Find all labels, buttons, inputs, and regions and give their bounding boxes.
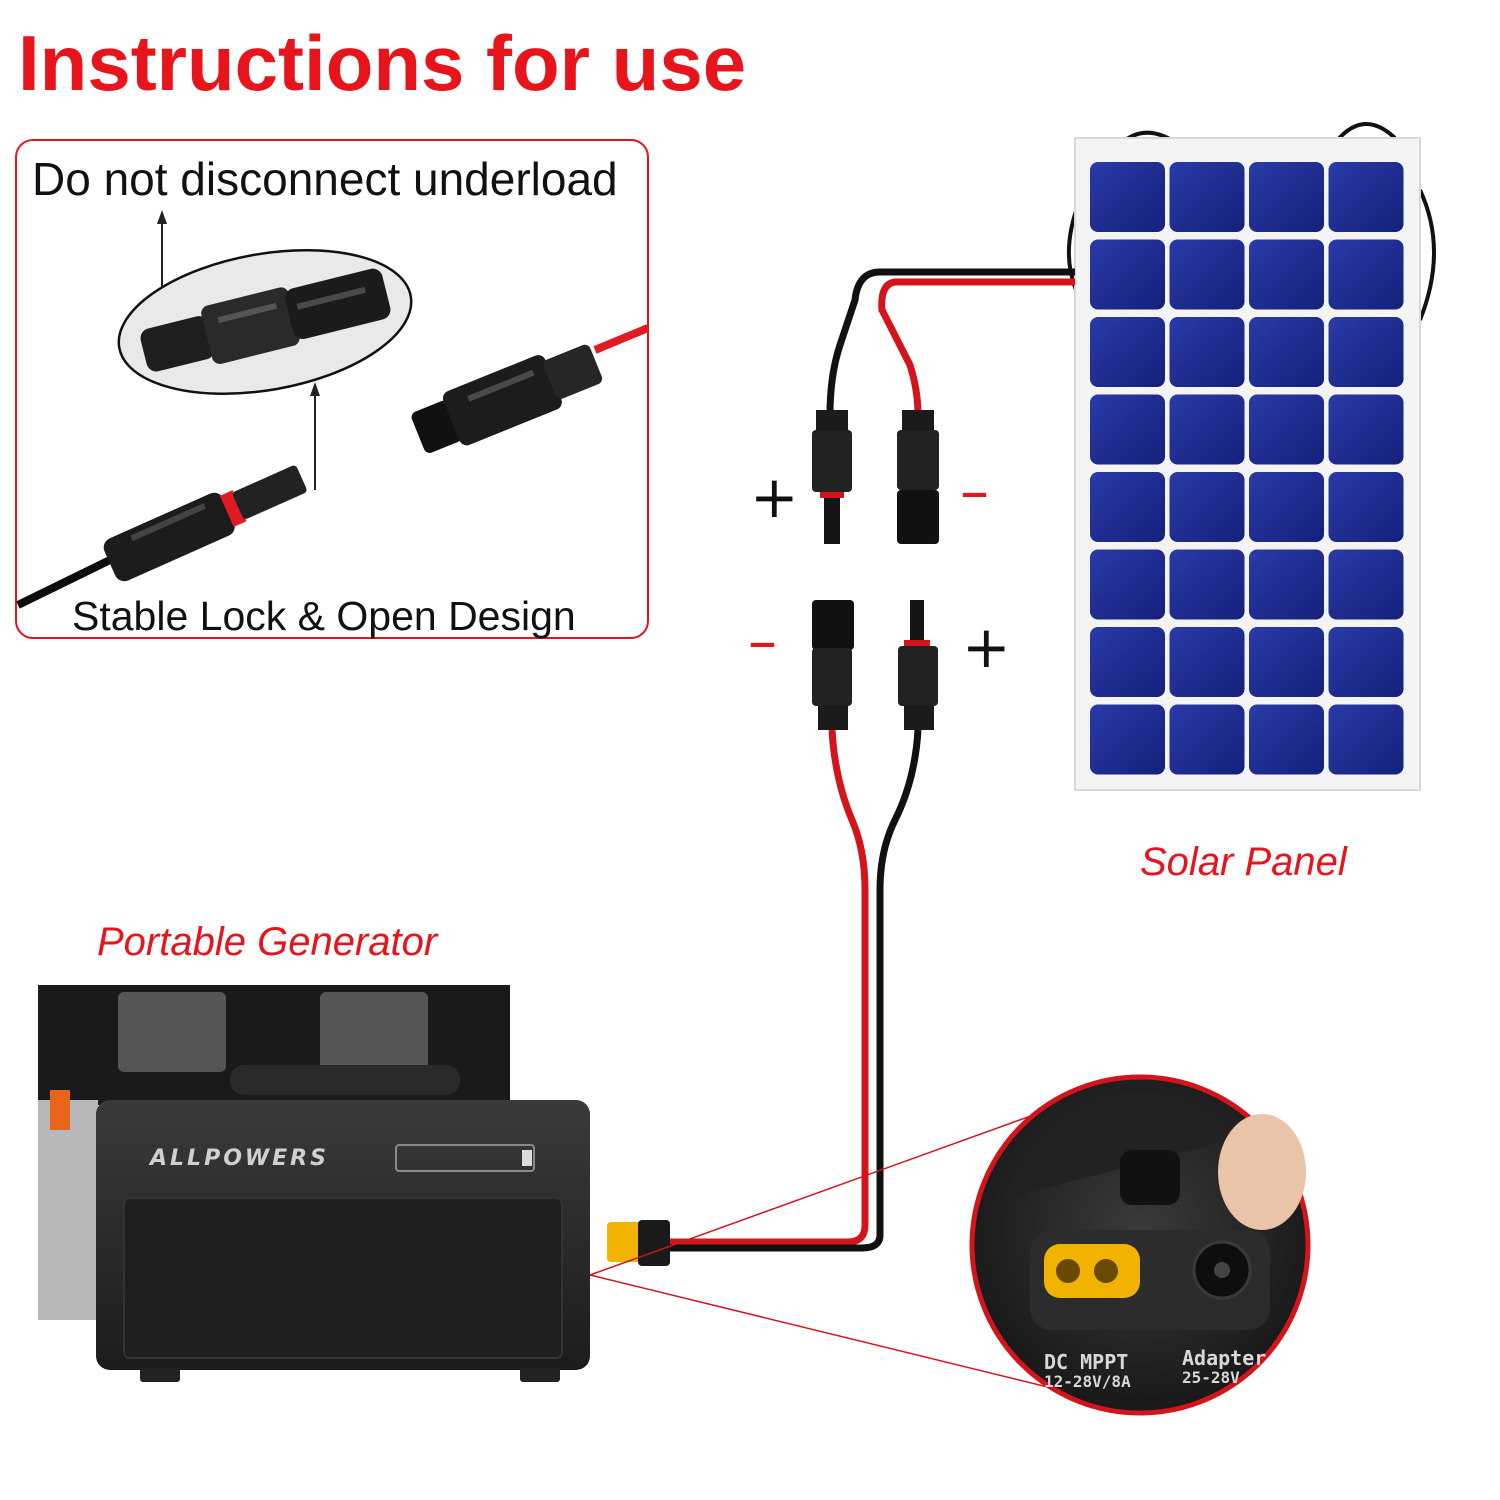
solar-cell (1090, 394, 1165, 465)
solar-cell (1169, 704, 1245, 775)
solar-cell (1090, 549, 1165, 620)
solar-cell (1328, 549, 1404, 620)
mc4-connector-upper-right (897, 410, 939, 544)
solar-cell (1090, 317, 1165, 387)
xt60-plug (607, 1220, 670, 1266)
polarity-minus-lower-left: – (748, 607, 777, 675)
solar-cell (1090, 239, 1165, 310)
solar-cell (1328, 704, 1404, 775)
port2-spec: 25-28V (1182, 1368, 1240, 1387)
solar-cell (1328, 239, 1404, 310)
solar-cell (1249, 704, 1324, 775)
solar-cell (1169, 162, 1245, 232)
portable-generator (38, 985, 590, 1382)
solar-cell (1169, 394, 1245, 465)
solar-panel (1066, 122, 1436, 791)
cables (668, 268, 1075, 1252)
inset-top-label: Do not disconnect underload (32, 153, 618, 205)
page-title: Instructions for use (18, 19, 747, 107)
mc4-connector-lower-right (898, 600, 938, 730)
mc4-connector-upper-left (812, 410, 852, 544)
solar-cell (1328, 472, 1404, 542)
polarity-minus-upper-right: – (960, 457, 989, 525)
solar-cell (1169, 239, 1245, 310)
solar-cell (1090, 627, 1165, 697)
solar-cell (1169, 627, 1245, 697)
solar-cell (1328, 317, 1404, 387)
solar-cell (1090, 704, 1165, 775)
solar-cell (1169, 549, 1245, 620)
solar-cell (1249, 239, 1324, 310)
inset-connectors (16, 210, 650, 609)
solar-cell (1249, 162, 1324, 232)
polarity-plus-upper-left: + (750, 463, 799, 531)
solar-cell (1328, 162, 1404, 232)
solar-cell (1169, 317, 1245, 387)
solar-cell (1090, 162, 1165, 232)
solar-cell (1249, 317, 1324, 387)
solar-cell (1328, 627, 1404, 697)
solar-cell (1249, 394, 1324, 465)
solar-cell (1249, 549, 1324, 620)
inset-bottom-label: Stable Lock & Open Design (72, 593, 576, 639)
port1-spec: 12-28V/8A (1044, 1372, 1131, 1391)
generator-brand: ALLPOWERS (150, 1146, 329, 1171)
solar-panel-caption: Solar Panel (1140, 840, 1347, 884)
generator-caption: Portable Generator (97, 920, 438, 964)
polarity-plus-lower-right: + (962, 613, 1011, 681)
port2-label: Adapter (1182, 1346, 1267, 1370)
port-zoom-circle (969, 1074, 1311, 1416)
solar-cell (1249, 627, 1324, 697)
mc4-connector-lower-left (812, 600, 854, 730)
solar-cell (1090, 472, 1165, 542)
solar-cell (1249, 472, 1324, 542)
solar-cell (1328, 394, 1404, 465)
solar-cell (1169, 472, 1245, 542)
port1-label: DC MPPT (1044, 1350, 1129, 1374)
